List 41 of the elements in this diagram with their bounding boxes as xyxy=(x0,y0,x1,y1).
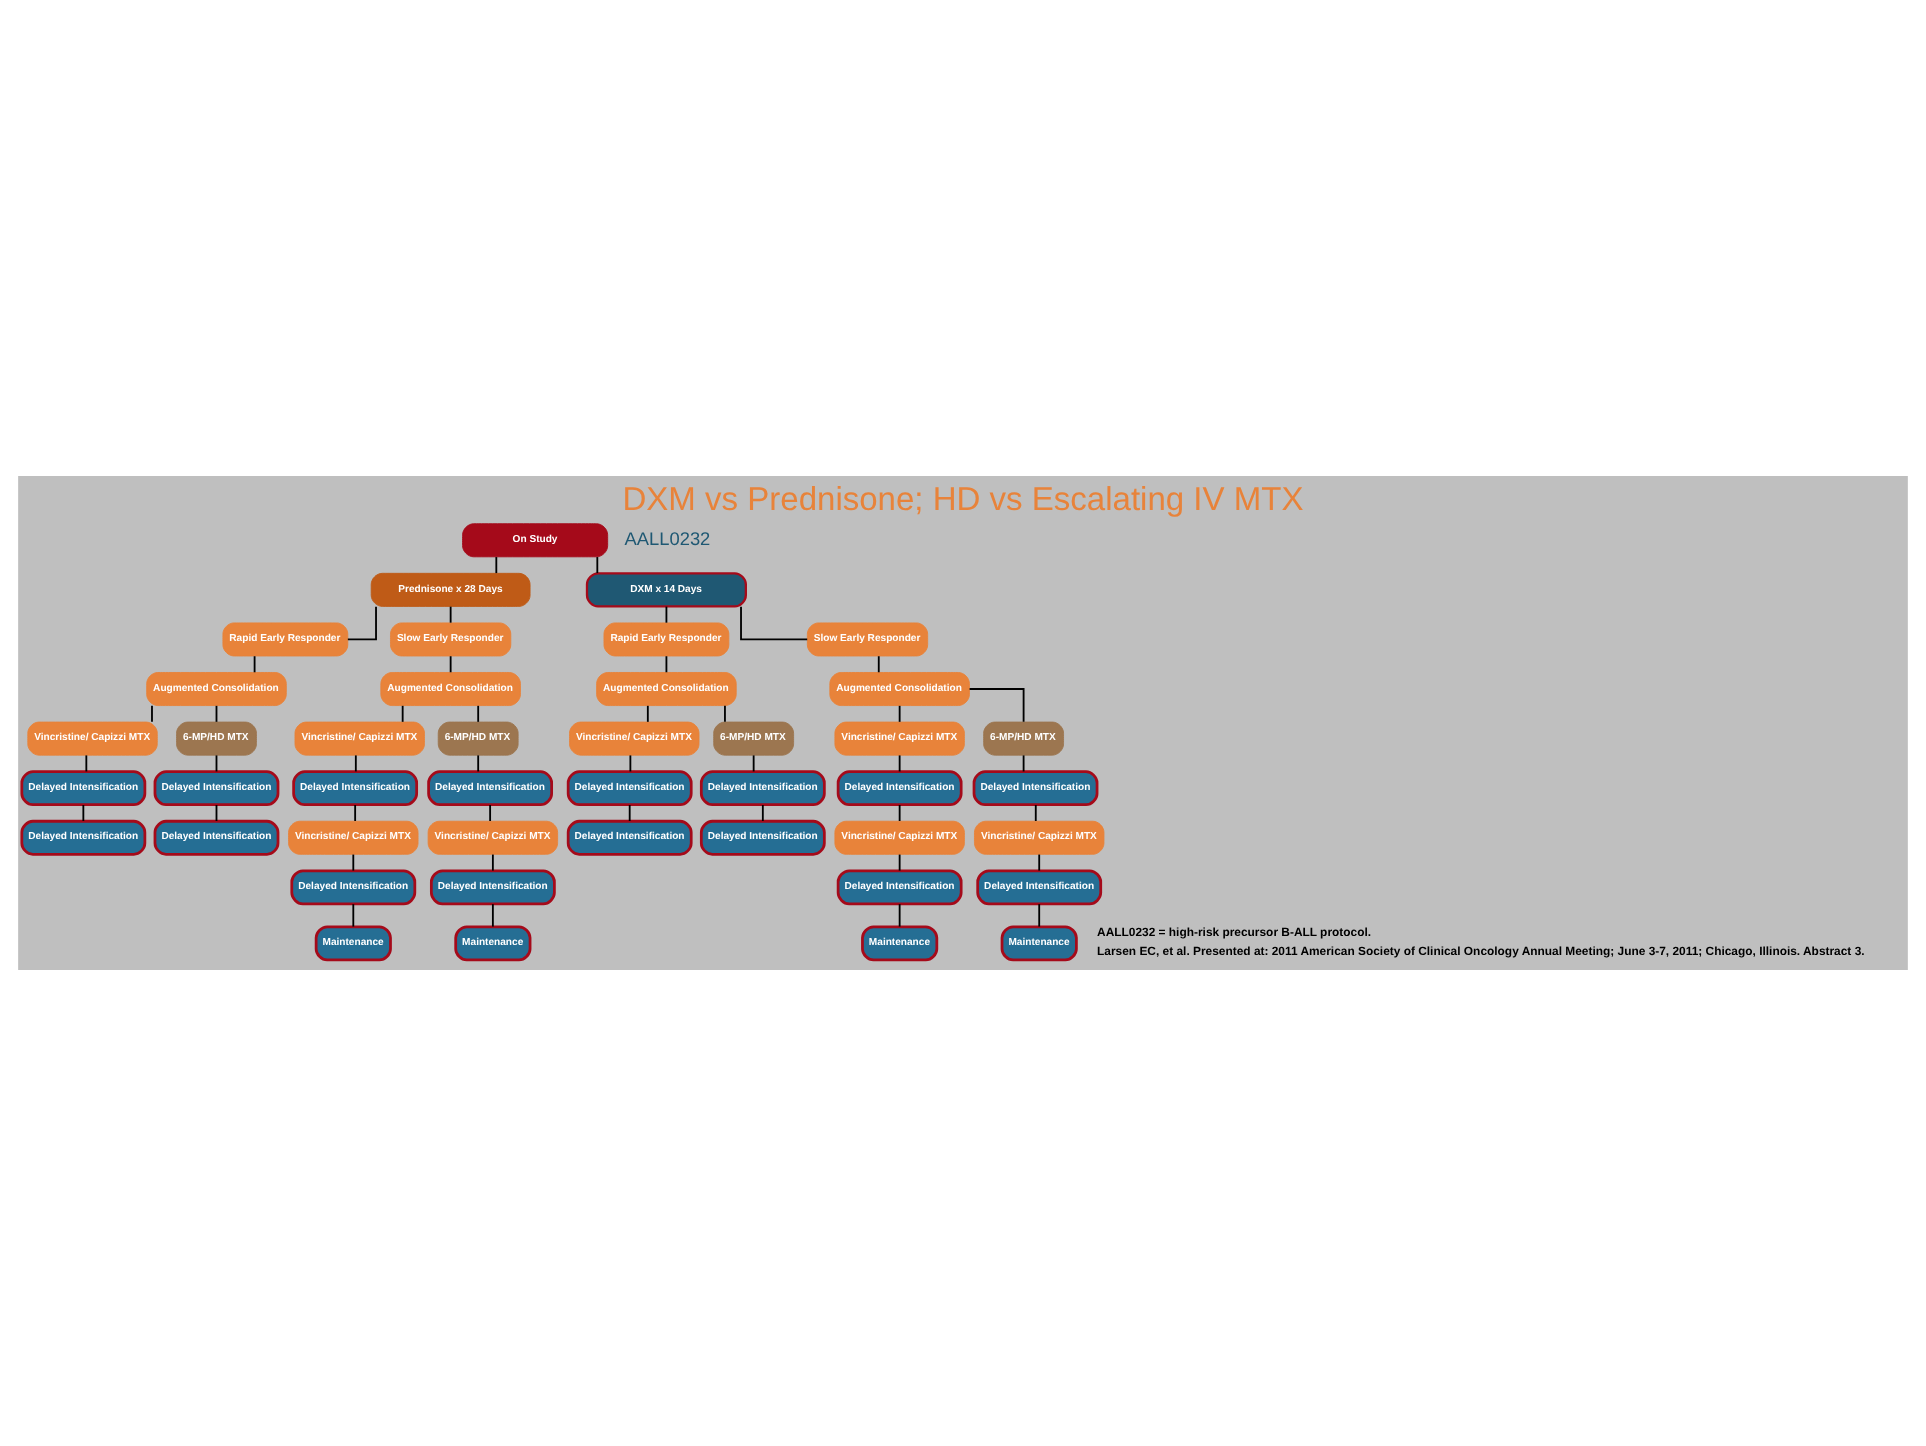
connector xyxy=(761,804,764,822)
connector xyxy=(596,556,599,574)
connector xyxy=(968,688,1025,723)
diagram-title: DXM vs Prednisone; HD vs Escalating IV MTX xyxy=(622,479,1304,518)
connector xyxy=(898,704,901,723)
connector xyxy=(495,556,498,574)
connector xyxy=(477,754,480,773)
connector xyxy=(629,754,632,773)
connector xyxy=(85,754,88,773)
connector xyxy=(665,655,668,674)
connector xyxy=(352,853,355,872)
label: AALL0232 xyxy=(624,528,711,549)
connector xyxy=(740,605,809,641)
connector xyxy=(898,903,901,928)
connector xyxy=(354,754,357,773)
connector xyxy=(752,754,755,773)
connector xyxy=(489,804,492,822)
connector xyxy=(354,804,357,822)
connector xyxy=(401,704,404,723)
connector xyxy=(151,704,153,723)
connector xyxy=(1038,853,1041,872)
connector xyxy=(898,804,901,822)
connector xyxy=(877,655,880,674)
connector xyxy=(1022,754,1025,773)
connector xyxy=(346,605,377,641)
connector xyxy=(1034,804,1037,822)
connector xyxy=(449,655,452,674)
connector xyxy=(449,605,452,624)
connector xyxy=(253,655,256,674)
connector xyxy=(724,704,726,723)
connector xyxy=(628,804,631,822)
connector xyxy=(898,853,901,872)
connector xyxy=(646,704,649,723)
connector xyxy=(477,704,480,723)
connector xyxy=(82,804,85,822)
connector xyxy=(491,903,494,928)
connector xyxy=(665,605,668,624)
connector xyxy=(352,903,355,928)
connector xyxy=(898,754,901,773)
connector xyxy=(1038,903,1041,928)
connector xyxy=(491,853,494,872)
